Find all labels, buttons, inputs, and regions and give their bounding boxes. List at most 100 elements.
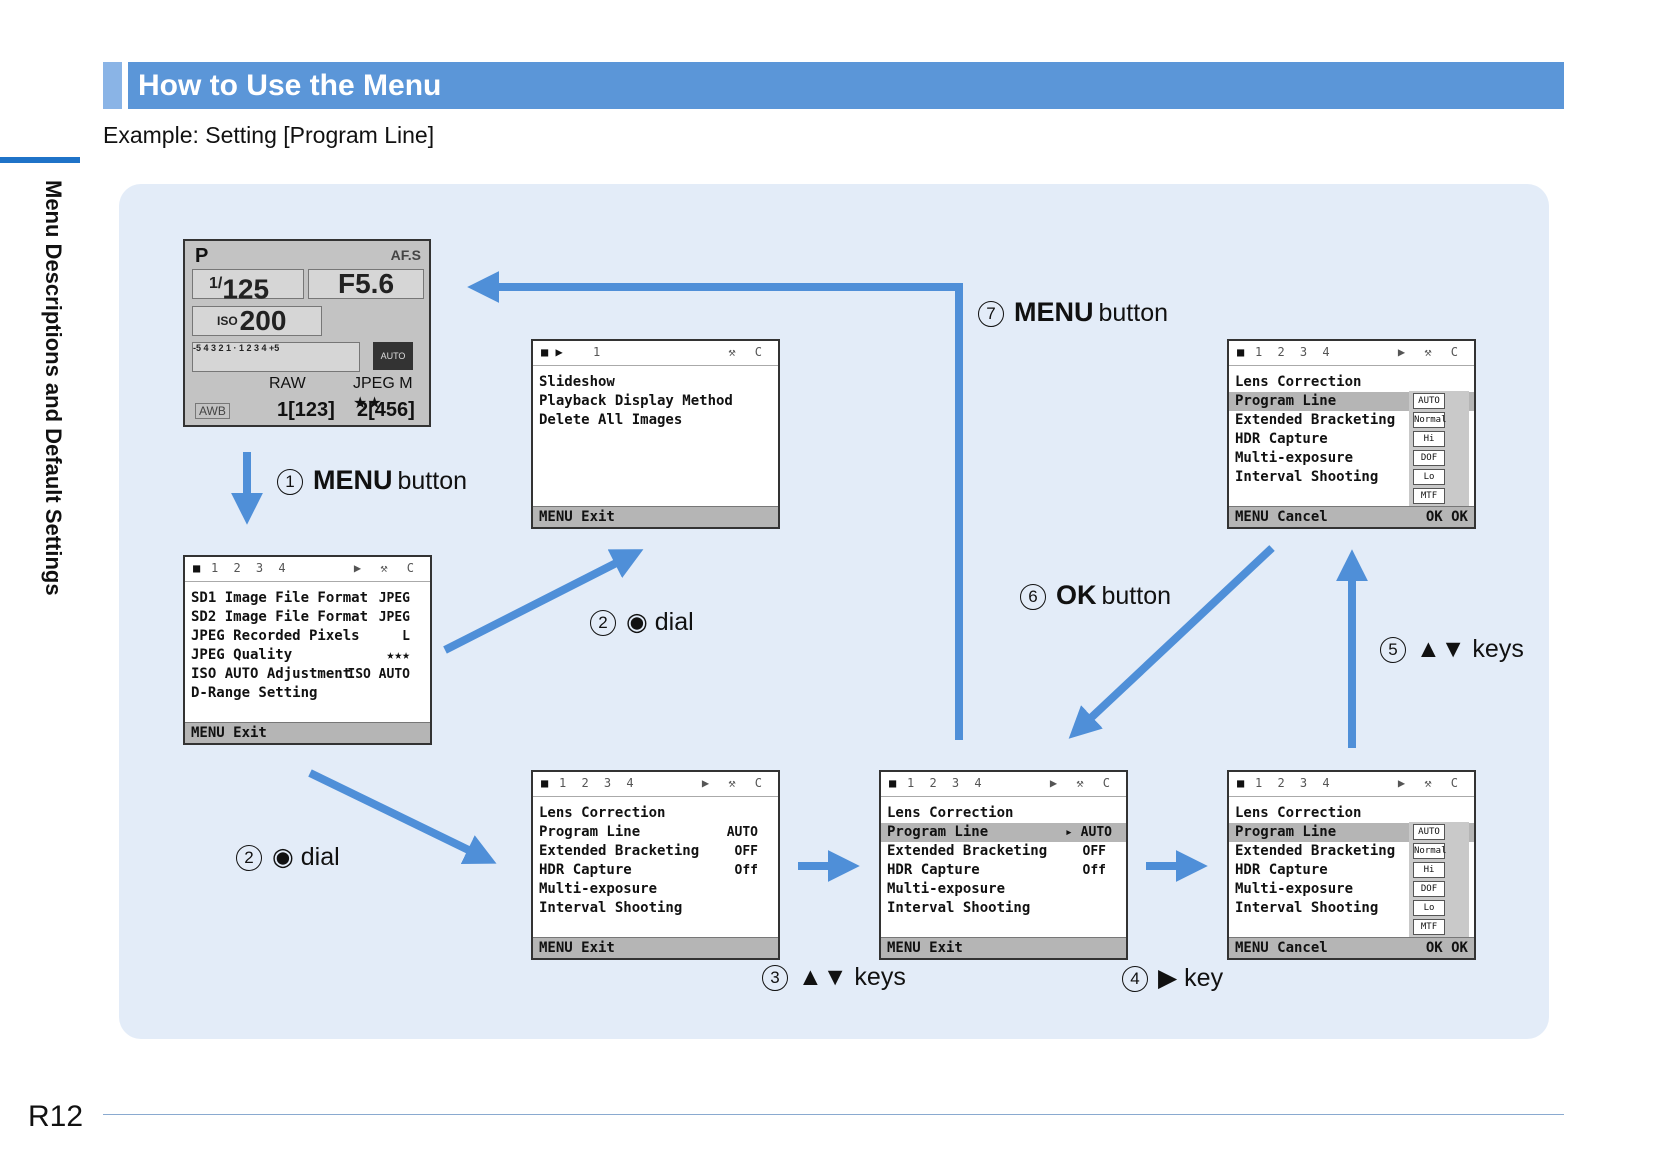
tab-icons: ▶ ⚒ C [1049,776,1116,790]
menu-item[interactable]: Multi-exposure [887,881,1006,897]
menu-item[interactable]: Lens Correction [539,805,666,821]
section-side-label: Menu Descriptions and Default Settings [41,180,66,596]
menu-item[interactable]: Multi-exposure [1235,881,1354,897]
menu-item[interactable]: Multi-exposure [1235,450,1354,466]
menu-item[interactable]: Interval Shooting [1235,900,1379,916]
menu-item[interactable]: Delete All Images [539,412,683,428]
camera-icon: ■ ▶ [541,345,563,359]
menu-item[interactable]: Lens Correction [1235,374,1362,390]
camera-icon: ■ [889,776,897,790]
white-balance: AWB [195,403,230,419]
menu-exit[interactable]: MENU Exit [887,940,963,956]
option-list: AUTO Normal Hi DOF Lo MTF [1409,822,1469,937]
menu-item[interactable]: Extended Bracketing [1235,843,1396,859]
tab-icons: ▶ ⚒ C [353,561,420,575]
menu-item[interactable]: Lens Correction [887,805,1014,821]
step-2-down-label: 2◉ dial [236,842,340,872]
camera-icon: ■ [541,776,549,790]
menu-item-selected[interactable]: Program Line▸ AUTO [881,823,1126,842]
menu-item[interactable]: Multi-exposure [539,881,658,897]
page-title: How to Use the Menu [128,62,1564,109]
arrow-step-2-down [308,769,497,865]
menu-item[interactable]: JPEG Quality★★★ [191,647,410,663]
option-item[interactable]: AUTO [1413,824,1445,840]
footer-rule [103,1114,1564,1115]
menu-tabs: ■ 1 2 3 4 ▶ ⚒ C [881,772,1126,797]
menu-tabs: ■ ▶ 1 ⚒ C [533,341,778,366]
option-item[interactable]: Normal [1413,843,1447,859]
page-number: R12 [28,1100,84,1133]
side-rule [0,157,80,163]
option-item[interactable]: MTF [1413,488,1445,504]
option-item[interactable]: DOF [1413,881,1445,897]
menu-item[interactable]: Interval Shooting [887,900,1031,916]
arrow-step-7 [467,271,963,740]
option-item[interactable]: MTF [1413,919,1445,935]
ok-button[interactable]: OK OK [1425,940,1468,956]
tab-icons: ▶ ⚒ C [1397,345,1464,359]
menu-cancel[interactable]: MENU Cancel [1235,509,1328,525]
menu-item[interactable]: HDR Capture [1235,862,1328,878]
menu-playback: ■ ▶ 1 ⚒ C Slideshow Playback Display Met… [531,339,780,529]
menu-exit[interactable]: MENU Exit [191,725,267,741]
option-item[interactable]: Hi [1413,431,1445,447]
option-item[interactable]: Lo [1413,900,1445,916]
menu-rec-tab2-selected: ■ 1 2 3 4 ▶ ⚒ C Lens Correction Program … [879,770,1128,960]
arrow-step-6 [1068,545,1275,739]
option-item[interactable]: AUTO [1413,393,1445,409]
step-4-label: 4▶ key [1122,963,1223,993]
option-item[interactable]: Lo [1413,469,1445,485]
menu-exit[interactable]: MENU Exit [539,509,615,525]
menu-tabs: ■ 1 2 3 4 ▶ ⚒ C [1229,772,1474,797]
menu-item[interactable]: Interval Shooting [539,900,683,916]
example-caption: Example: Setting [Program Line] [103,122,435,148]
step-2-up-label: 2◉ dial [590,607,694,637]
menu-tabs: ■ 1 2 3 4 ▶ ⚒ C [185,557,430,582]
menu-item[interactable]: Extended Bracketing [1235,412,1396,428]
menu-exit[interactable]: MENU Exit [539,940,615,956]
ok-button[interactable]: OK OK [1425,509,1468,525]
header-accent [103,62,122,109]
menu-item[interactable]: Slideshow [539,374,615,390]
arrow-step-2-up [443,549,644,654]
menu-item[interactable]: HDR Capture [1235,431,1328,447]
option-list: AUTO Normal Hi DOF Lo MTF [1409,391,1469,506]
live-view-screen: P AF.S 1/125 F5.6 ISO200 -5 4 3 2 1 · 1 … [183,239,431,427]
option-item[interactable]: Hi [1413,862,1445,878]
iso-value: ISO200 [192,306,322,336]
jpeg-label: JPEG M ★★ [353,375,413,412]
menu-tabs: ■ 1 2 3 4 ▶ ⚒ C [1229,341,1474,366]
menu-item[interactable]: Lens Correction [1235,805,1362,821]
menu-item[interactable]: Playback Display Method [539,393,733,409]
camera-icon: ■ [1237,345,1245,359]
menu-item[interactable]: Interval Shooting [1235,469,1379,485]
exposure-mode: P [195,245,209,267]
menu-program-line-options: ■ 1 2 3 4 ▶ ⚒ C Lens Correction Program … [1227,770,1476,960]
option-item[interactable]: Normal [1413,412,1447,428]
menu-program-line-options-moved: ■ 1 2 3 4 ▶ ⚒ C Lens Correction Program … [1227,339,1476,529]
menu-item[interactable]: D-Range Setting [191,685,318,701]
tab-icons: ▶ ⚒ C [1397,776,1464,790]
tab-icons: ⚒ C [728,345,768,359]
step-3-label: 3▲▼ keys [762,963,906,992]
dial-icon: ◉ [626,608,655,636]
option-item[interactable]: DOF [1413,450,1445,466]
menu-cancel[interactable]: MENU Cancel [1235,940,1328,956]
exposure-scale: -5 4 3 2 1 · 1 2 3 4 +5 [192,342,360,372]
tab-icons: ▶ ⚒ C [701,776,768,790]
raw-label: RAW [269,375,306,392]
raw-count: 1[123] [277,399,335,421]
